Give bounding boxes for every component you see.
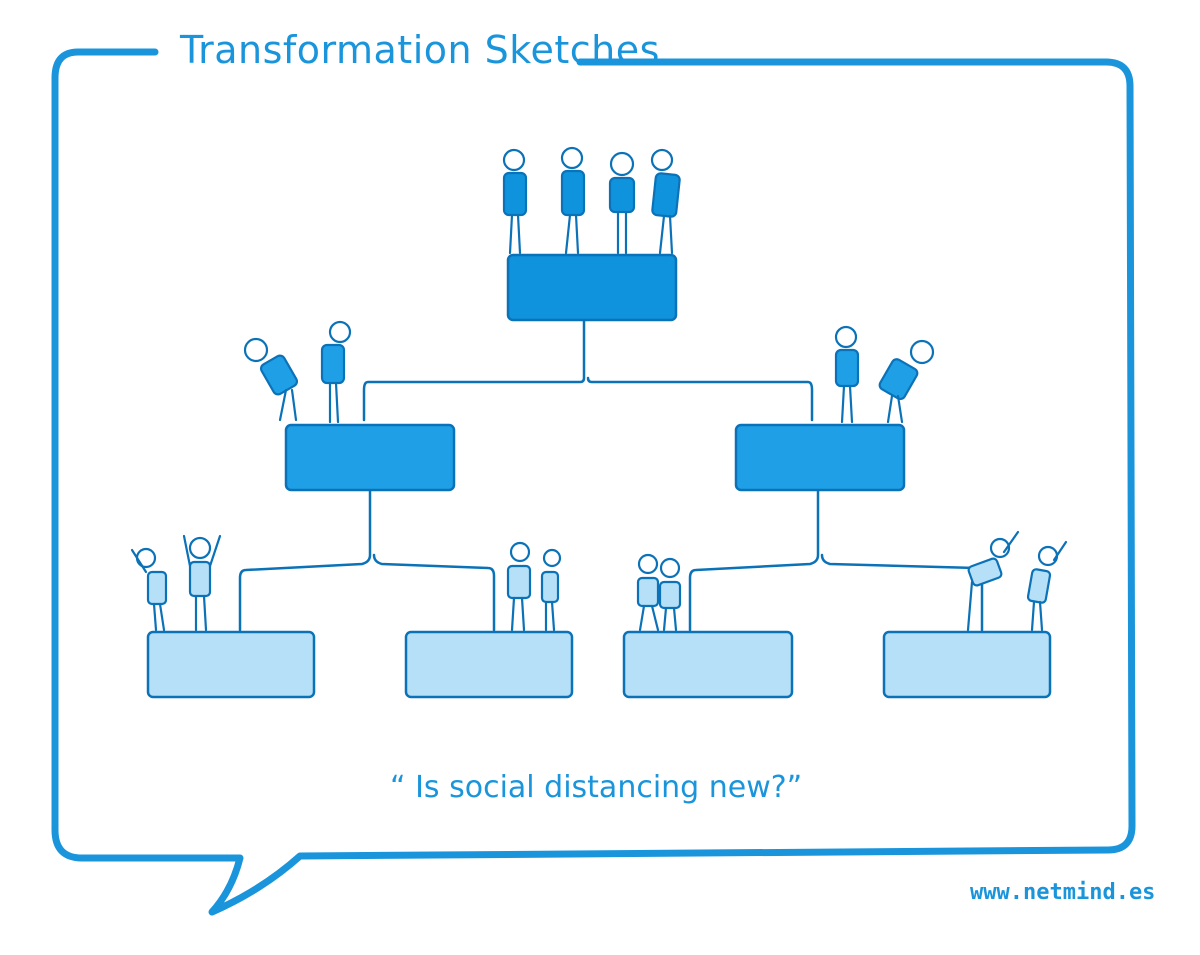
page-title: Transformation Sketches [180,28,660,72]
figure-group-top [502,146,681,255]
caption-quote: “ Is social distancing new?” [390,770,803,805]
org-box-level2-left [284,423,456,492]
connector-lines [238,318,984,632]
figure-group-team-4 [966,530,1068,632]
figure-group-team-2 [506,541,562,632]
speech-bubble-frame [51,48,1136,916]
org-box-level3-3 [622,630,794,699]
figure-group-right-manager [834,325,935,424]
website-link[interactable]: www.netmind.es [970,880,1156,905]
figure-group-team-3 [636,553,682,632]
org-box-level3-1 [146,630,316,699]
org-box-level2-right [734,423,906,492]
org-box-level1 [506,253,678,322]
figure-group-team-1 [130,534,222,632]
org-box-level3-2 [404,630,574,699]
org-box-level3-4 [882,630,1052,699]
figure-group-left-manager [243,320,352,424]
